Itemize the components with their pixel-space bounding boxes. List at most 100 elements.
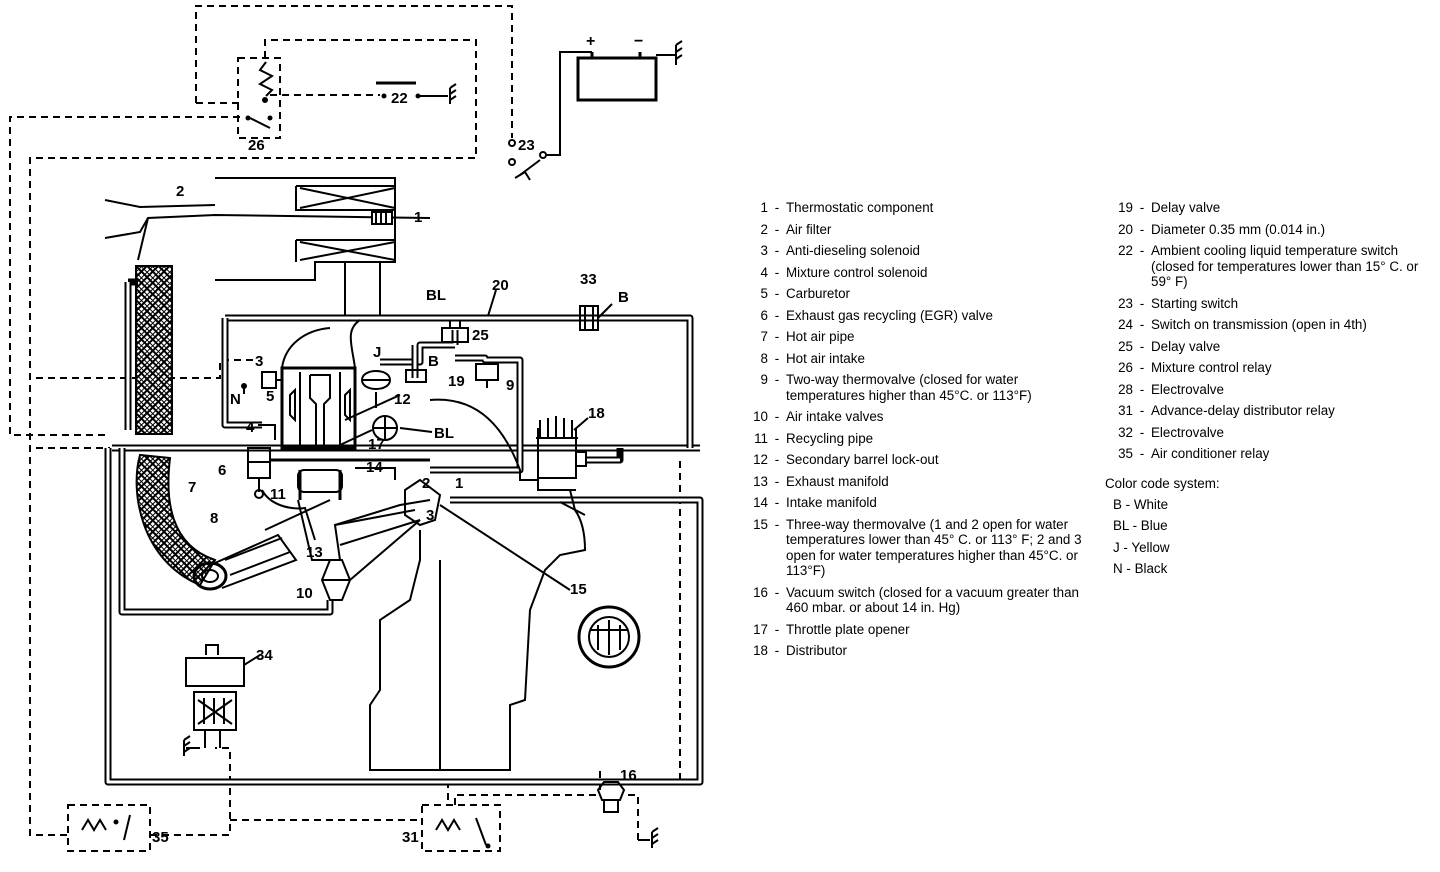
legend-item-separator: - [774,643,780,658]
label-34: 34 [256,647,273,664]
recycling-pipe-11: 11 [261,486,316,541]
legend-item: 22-Ambient cooling liquid temperature sw… [1105,243,1435,290]
legend-item-number: 23 [1118,295,1133,311]
legend-item: 17-Throttle plate opener [740,622,1085,638]
label-BL-2: BL [434,425,454,442]
legend-item-number: 5 [760,286,768,301]
legend-item-number: 16 [753,584,768,600]
label-6: 6 [218,462,226,479]
label-18: 18 [588,405,605,422]
legend-item: 9-Two-way thermovalve (closed for water … [740,372,1085,403]
legend-item-number: 14 [753,495,768,510]
legend-item: 19-Delay valve [1105,200,1435,216]
legend-item-separator: - [774,584,780,600]
color-name: White [1133,496,1169,512]
legend-item-number: 26 [1118,360,1133,375]
engine-block [369,398,587,771]
throttle-plate-opener-17: 17 BL [339,415,454,453]
legend-item: 12-Secondary barrel lock-out [740,452,1085,468]
mixture-control-solenoid-4: 4 [246,419,276,440]
legend-item-text: Mixture control solenoid [786,264,928,280]
label-33: 33 [580,271,597,288]
label-12: 12 [394,391,411,408]
label-7: 7 [188,479,196,496]
terminal-3: 3 [426,507,434,524]
secondary-barrel-lockout-12: 12 [344,391,411,421]
legend-item: 28-Electrovalve [1105,382,1435,398]
label-2: 2 [176,183,184,200]
starting-switch-23: 23 [508,137,547,181]
anti-dieseling-solenoid-3: 3 N [230,353,282,408]
legend-item-number: 3 [760,243,768,258]
color-code-separator: - [1119,539,1132,555]
label-17: 17 [368,436,385,453]
legend-item-number: 2 [760,221,768,237]
color-code: J [1113,539,1120,555]
label-4: 4 [246,419,255,436]
legend-item: 26-Mixture control relay [1105,360,1435,376]
legend-item-separator: - [774,243,780,258]
color-code-title: Color code system: [1105,475,1220,491]
legend-item-separator: - [774,430,780,446]
legend-item-separator: - [1139,381,1145,397]
color-code-item: N - Black [1105,561,1435,577]
label-3: 3 [255,353,263,370]
legend-item-text: Diameter 0.35 mm (0.014 in.) [1151,221,1326,237]
terminal-1: 1 [455,475,463,492]
label-N: N [230,391,241,408]
legend-item: 32-Electrovalve [1105,425,1435,441]
color-code-item: BL - Blue [1105,518,1435,534]
legend-item-number: 11 [754,430,768,446]
legend-item-number: 18 [753,643,768,658]
label-26: 26 [248,137,265,154]
label-8: 8 [210,510,218,527]
legend-item-number: 15 [753,516,768,532]
legend-item-separator: - [1139,424,1145,440]
legend-item-number: 17 [753,621,768,637]
three-way-thermovalve-15: 2 1 3 15 [404,475,641,669]
legend-item-number: 22 [1118,243,1133,258]
delay-valve-33: 33 B [579,271,629,331]
color-code: N [1113,561,1123,576]
legend-item-number: 4 [760,264,768,280]
egr-valve-6: 6 [218,447,271,499]
legend-item: 4-Mixture control solenoid [740,265,1085,281]
legend-item-separator: - [774,264,780,280]
legend-item-text: Intake manifold [786,495,877,510]
legend-item: 24-Switch on transmission (open in 4th) [1105,317,1435,333]
legend-item-text: Advance-delay distributor relay [1151,403,1335,418]
legend-item-text: Secondary barrel lock-out [786,452,939,467]
legend-item-text: Mixture control relay [1151,360,1272,375]
legend-item-text: Carburetor [786,286,851,301]
legend-item: 10-Air intake valves [740,409,1085,425]
label-22: 22 [391,90,408,107]
legend-item: 16-Vacuum switch (closed for a vacuum gr… [740,585,1085,616]
legend-item-separator: - [1139,317,1145,332]
delay-valve-25: BL 25 [426,287,489,344]
color-name: Black [1134,561,1168,576]
color-code: B [1113,496,1122,512]
legend-item-separator: - [1139,360,1145,375]
legend-item-text: Ambient cooling liquid temperature switc… [1151,243,1419,289]
battery-minus: − [634,33,643,50]
legend-item: 23-Starting switch [1105,296,1435,312]
legend-item-separator: - [774,307,780,323]
color-code-separator: - [1122,561,1135,576]
carburetor-5: 5 [266,319,361,450]
legend-item-number: 31 [1118,403,1133,418]
legend-item: 31-Advance-delay distributor relay [1105,403,1435,419]
legend-item-text: Electrovalve [1151,381,1224,397]
legend-item: 6-Exhaust gas recycling (EGR) valve [740,308,1085,324]
label-35: 35 [152,829,169,846]
legend-item-text: Electrovalve [1151,424,1224,440]
label-23: 23 [518,137,535,154]
legend-item-text: Throttle plate opener [786,621,910,637]
legend-item: 5-Carburetor [740,286,1085,302]
label-B-1: B [428,353,439,370]
legend-item-separator: - [1139,295,1145,311]
legend-item-text: Delay valve [1151,338,1221,354]
